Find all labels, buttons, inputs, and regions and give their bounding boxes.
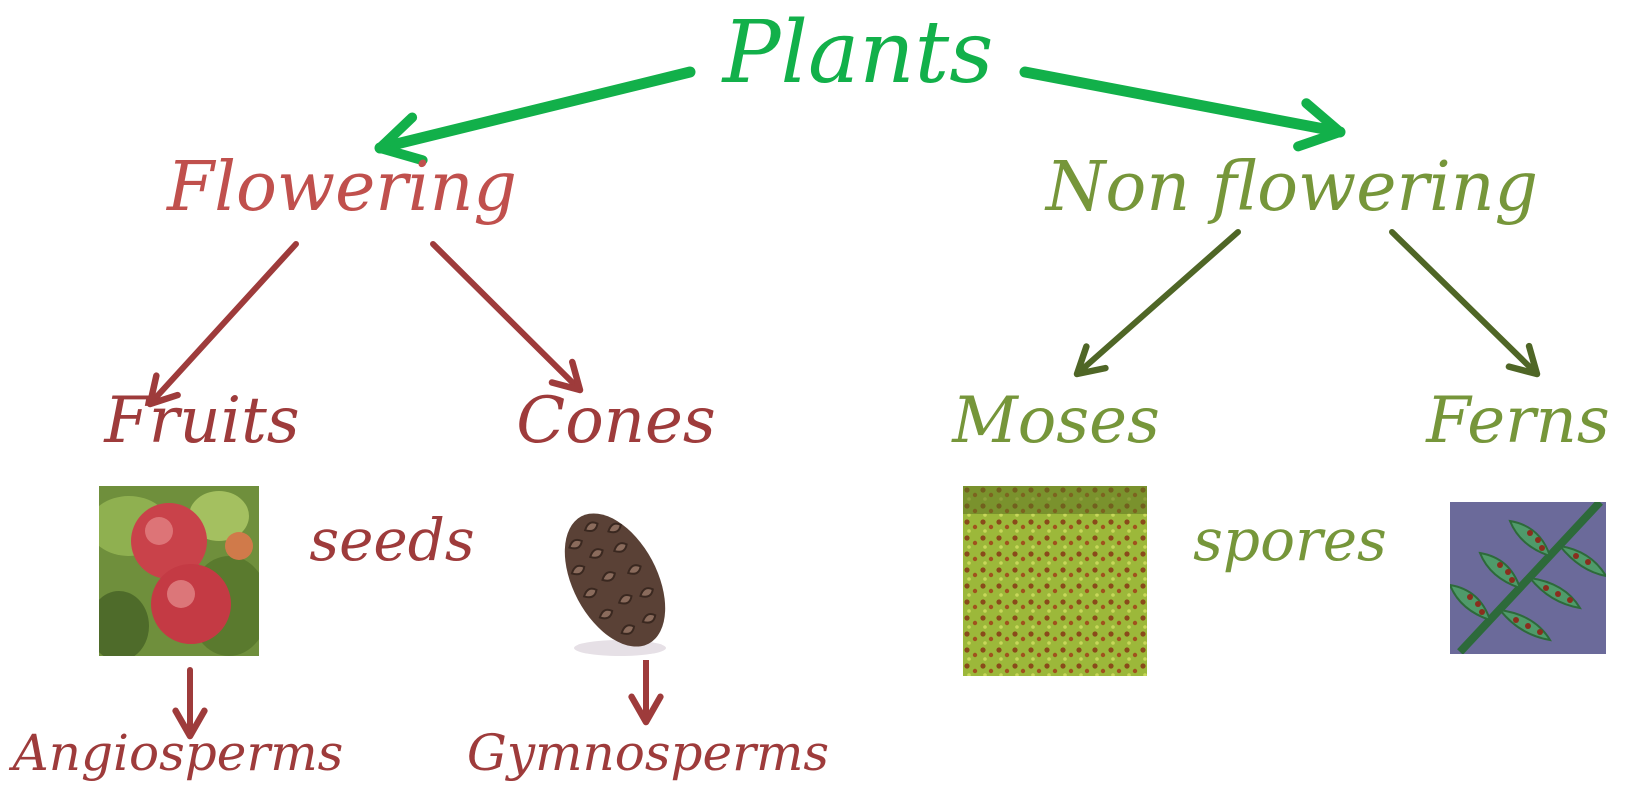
arrow-plants-to-flowering [380,72,690,148]
arrow-non-flowering-to-ferns [1392,232,1537,374]
fruits-label: Fruits [103,384,299,458]
arrow-flowering-to-fruits [150,244,296,404]
pine-cone-image [540,490,690,660]
seeds-label: seeds [309,506,474,574]
apples-image [99,486,259,656]
root-label: Plants [721,3,994,103]
arrow-non-flowering-to-mosses [1077,232,1238,374]
mosses-label: Moses [951,384,1160,458]
cones-label: Cones [516,384,715,458]
arrow-flowering-to-cones [433,244,580,390]
arrow-plants-to-non-flowering [1025,72,1340,132]
non-flowering-label: Non flowering [1044,148,1538,227]
moss-image [963,486,1147,676]
gymnosperms-label: Gymnosperms [467,724,829,782]
angiosperms-label: Angiosperms [9,724,344,782]
fern-image [1450,502,1606,654]
ferns-label: Ferns [1425,384,1609,458]
spores-label: spores [1193,506,1387,574]
flowering-label: Flowering [165,148,517,227]
